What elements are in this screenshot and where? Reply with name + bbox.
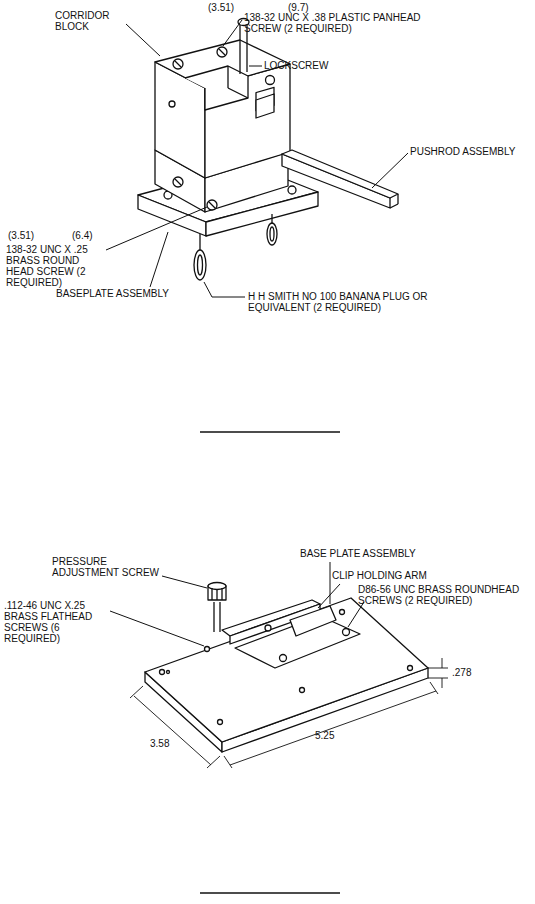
dimension-line — [130, 658, 448, 768]
part-label: 5.25 — [315, 730, 355, 741]
part-label: 138-32 UNC X .38 PLASTIC PANHEAD SCREW (… — [244, 12, 434, 34]
part-label: CLIP HOLDING ARM — [332, 570, 452, 581]
clip-holding-arm — [222, 600, 360, 668]
part-label: .112-46 UNC X.25 BRASS FLATHEAD SCREWS (… — [4, 600, 112, 644]
leader-line — [106, 20, 408, 297]
part-label: (3.51) — [208, 2, 268, 13]
banana-plug — [194, 214, 277, 280]
part-label: BASE PLATE ASSEMBLY — [300, 548, 430, 559]
part-label: LOCKSCREW — [264, 60, 354, 71]
part-label: BASEPLATE ASSEMBLY — [56, 288, 186, 299]
part-label: (9.7) — [288, 2, 338, 13]
pressure-screw — [208, 583, 226, 633]
part-label: 138-32 UNC X .25 BRASS ROUND HEAD SCREW … — [6, 244, 106, 288]
part-label: (6.4) — [72, 230, 112, 241]
part-label: (3.51) — [8, 230, 58, 241]
part-label: .278 — [452, 667, 492, 678]
part-label: CORRIDOR BLOCK — [55, 10, 127, 32]
part-label: D86-56 UNC BRASS ROUNDHEAD SCREWS (2 REQ… — [358, 584, 528, 606]
part-label: PUSHROD ASSEMBLY — [410, 146, 530, 157]
part-label: H H SMITH NO 100 BANANA PLUG OR EQUIVALE… — [248, 291, 478, 313]
part-label: PRESSURE ADJUSTMENT SCREW — [52, 556, 162, 578]
caption-rule — [200, 892, 340, 893]
base-plate — [145, 598, 428, 752]
part-label: 3.58 — [150, 738, 190, 749]
caption-rule — [200, 431, 340, 432]
